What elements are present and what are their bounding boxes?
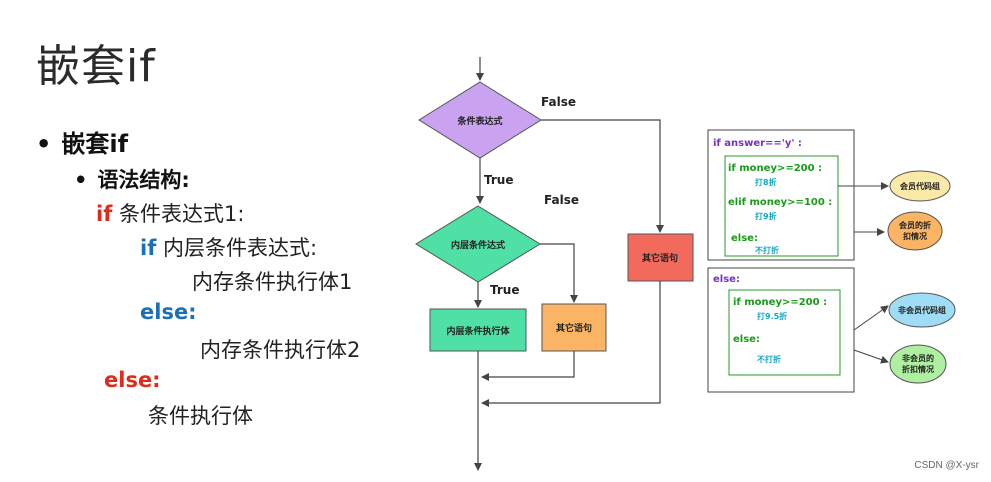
keyword-inner-if: if [140, 236, 157, 260]
example-else-nonmember: else: [733, 334, 760, 345]
example-else-member: else: [731, 233, 758, 244]
bubble-nonmember-discount-line1: 非会员的 [902, 353, 934, 363]
code-line-2-text: 内层条件表达式: [156, 236, 318, 260]
bubble-nonmember-block [888, 292, 956, 328]
example-no-discount-member: 不打折 [755, 245, 779, 255]
example-if-money-200: if money>=200 : [728, 163, 822, 174]
bubble-nonmember-block-label: 非会员代码组 [898, 305, 946, 315]
example-discount-8: 打8折 [755, 177, 777, 187]
inner-else-label: 其它语句 [556, 322, 592, 334]
example-if-money-200-b: if money>=200 : [733, 297, 827, 308]
bullet-nested-if-label: 嵌套if [61, 130, 129, 158]
bubble-member-discount-line1: 会员的折 [899, 220, 931, 230]
outer-else-label: 其它语句 [642, 252, 678, 264]
code-line-1-text: 条件表达式1: [112, 202, 245, 226]
edge-outer-false [541, 119, 664, 233]
bubble-member-discount [887, 211, 943, 251]
example-if-answer: if answer=='y' : [713, 138, 802, 149]
bullet-syntax: • 语法结构: [74, 164, 190, 194]
code-line-1: if 条件表达式1: [96, 198, 244, 228]
example-elif-money-100: elif money>=100 : [728, 197, 832, 208]
label-false-inner: False [544, 193, 579, 207]
keyword-if: if [96, 202, 113, 226]
bubble-nonmember-discount [889, 344, 947, 384]
label-true-outer: True [484, 173, 513, 187]
bullet-syntax-label: 语法结构: [97, 168, 190, 192]
edge-inner-merge [481, 351, 575, 381]
outer-else-box [627, 233, 694, 282]
example-discount-95: 打9.5折 [757, 311, 787, 321]
code-line-2: if 内层条件表达式: [140, 232, 317, 262]
example-inner-panel-nonmember [728, 289, 841, 376]
example-outer-else: else: [713, 274, 740, 285]
example-discount-9: 打9折 [755, 211, 777, 221]
example-inner-panel-member [724, 155, 839, 257]
example-no-discount-nonmember: 不打折 [757, 354, 781, 364]
inner-body-label: 内层条件执行体 [446, 325, 510, 337]
edge-to-nonmember-block [853, 305, 889, 331]
code-line-7: 条件执行体 [148, 404, 253, 428]
bubble-nonmember-discount-line2: 折扣情况 [902, 364, 934, 374]
code-line-5: 内存条件执行体2 [200, 338, 361, 362]
edge-inner-false [540, 243, 578, 303]
inner-condition-label: 内层条件达式 [451, 239, 505, 251]
keyword-outer-else: else: [104, 368, 161, 392]
bullet-dot: • [36, 130, 52, 158]
label-false-outer: False [541, 95, 576, 109]
watermark: CSDN @X-ysr [914, 460, 979, 471]
bubble-member-block-label: 会员代码组 [900, 181, 940, 191]
inner-else-box [541, 303, 607, 352]
bubble-member-discount-line2: 扣情况 [903, 231, 927, 241]
slide-title: 嵌套if [36, 41, 156, 92]
keyword-inner-else: else: [140, 300, 197, 324]
inner-body-box [429, 308, 527, 352]
outer-condition-label: 条件表达式 [456, 115, 502, 127]
edge-outer-merge [481, 281, 661, 407]
code-line-3: 内存条件执行体1 [192, 270, 353, 294]
edge-to-nonmember-discount [853, 349, 889, 364]
bullet-dot: • [74, 168, 88, 192]
bubble-member-block [889, 170, 951, 202]
bullet-nested-if: • 嵌套if [36, 124, 128, 159]
label-true-inner: True [490, 283, 519, 297]
